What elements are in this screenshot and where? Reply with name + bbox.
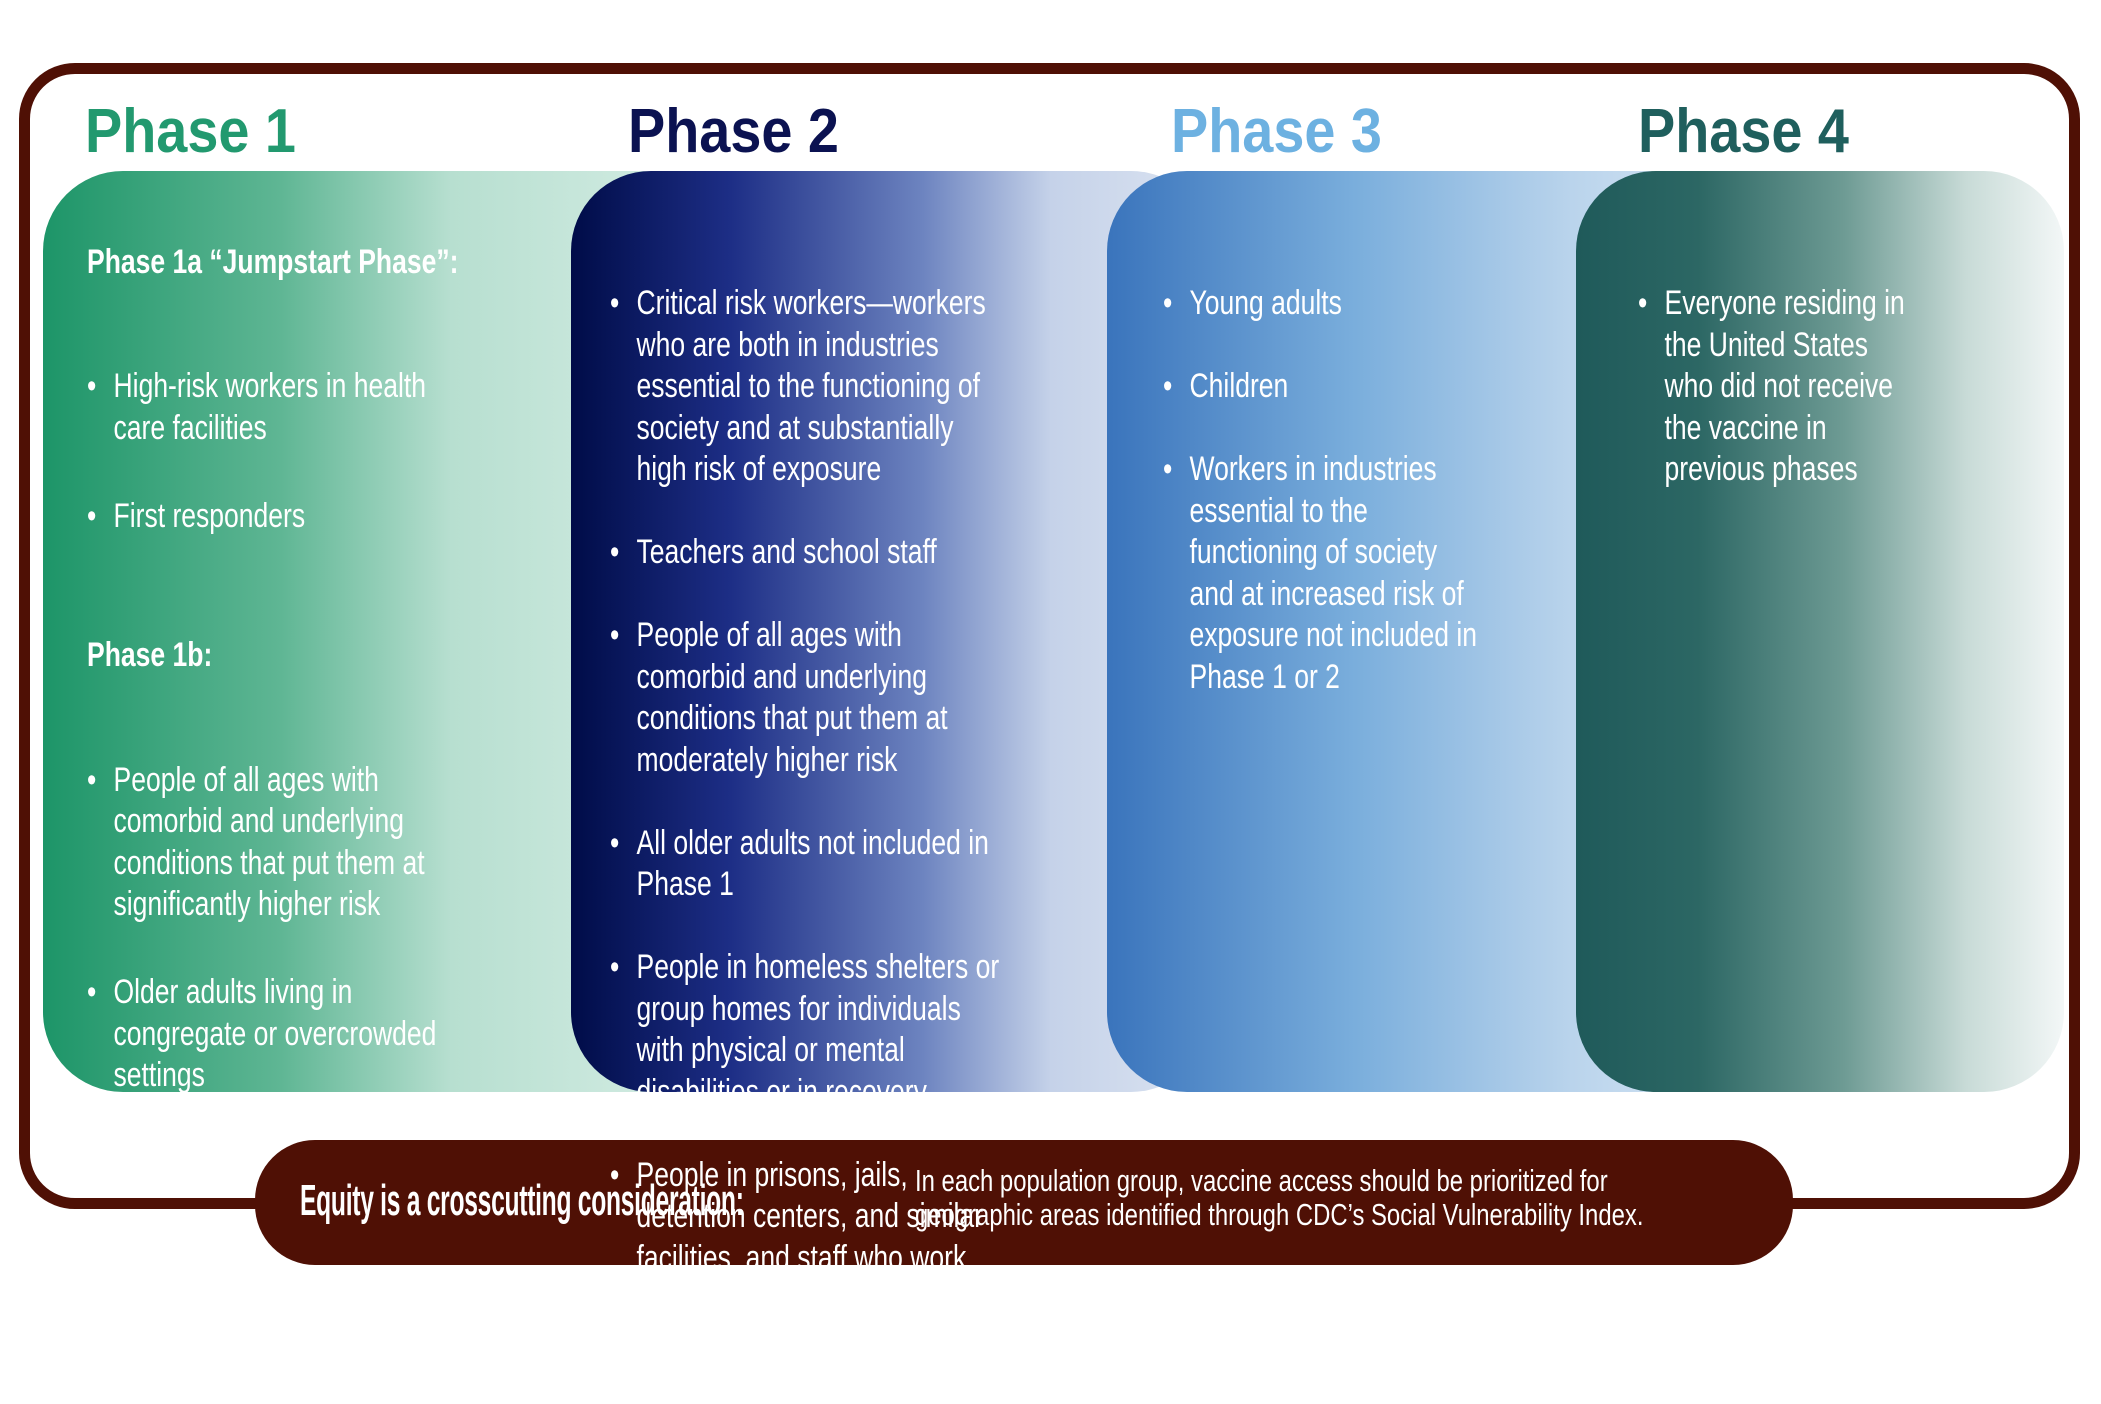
phase-3-list: • Young adults • Children • Workers in indu…	[1163, 242, 1477, 740]
list-item-text: Critical risk workers—workers who are bo…	[636, 284, 986, 488]
phase-4-heading: Phase 4	[1638, 97, 1849, 166]
list-item: • Critical risk workers—workers who are b…	[610, 283, 999, 491]
bullet-icon: •	[87, 973, 97, 1011]
bullet-icon: •	[1638, 284, 1648, 322]
bullet-icon: •	[1163, 367, 1173, 405]
phase-1a-list: • High-risk workers in health care facili…	[87, 325, 458, 584]
bullet-icon: •	[1163, 284, 1173, 322]
phase-3-heading: Phase 3	[1171, 97, 1382, 166]
bullet-icon: •	[610, 823, 620, 862]
phase-4-content: • Everyone residing in the United States …	[1638, 200, 1905, 574]
bullet-icon: •	[1163, 450, 1173, 488]
phase-4-panel	[1576, 171, 2064, 1092]
list-item: • Older adults living in congregate or ov…	[87, 972, 458, 1097]
list-item: • People of all ages with comorbid and un…	[610, 615, 999, 781]
phase-2-content: • Critical risk workers—workers who are b…	[610, 200, 999, 1404]
bullet-icon: •	[610, 948, 620, 986]
bullet-icon: •	[87, 496, 97, 535]
bullet-icon: •	[610, 284, 620, 322]
list-item: • People in homeless shelters or group ho…	[610, 947, 999, 1113]
list-item: • Teachers and school staff	[610, 532, 999, 574]
phase-1-heading: Phase 1	[85, 97, 296, 166]
list-item-text: Older adults living in congregate or ove…	[113, 973, 437, 1094]
list-item-text: Workers in industries essential to the f…	[1189, 450, 1478, 696]
equity-banner	[255, 1140, 1793, 1265]
list-item: • Young adults	[1163, 283, 1477, 325]
list-item: • First responders	[87, 496, 458, 538]
list-item: • People of all ages with comorbid and un…	[87, 760, 458, 926]
equity-title: Equity is a crosscutting consideration:	[300, 1176, 744, 1225]
phase-2-panel	[571, 171, 1211, 1092]
phase-1b-list: • People of all ages with comorbid and un…	[87, 718, 458, 1143]
list-item-text: High-risk workers in health care facilit…	[113, 367, 426, 447]
bullet-icon: •	[87, 367, 97, 405]
list-item-text: Young adults	[1189, 284, 1342, 322]
list-item-text: People of all ages with comorbid and und…	[636, 616, 948, 779]
phase-2-list: • Critical risk workers—workers who are b…	[610, 242, 999, 1363]
phase-1-content: Phase 1a “Jumpstart Phase”: • High-risk w…	[87, 200, 458, 1185]
bullet-icon: •	[610, 616, 620, 654]
phase-2-heading: Phase 2	[628, 97, 839, 166]
list-item: • Children	[1163, 366, 1477, 408]
list-item-text: Teachers and school staff	[636, 533, 937, 571]
list-item: • All older adults not included in Phase …	[610, 823, 999, 906]
list-item-text: People in homeless shelters or group hom…	[636, 948, 1000, 1111]
list-item: • Everyone residing in the United States …	[1638, 283, 1905, 491]
list-item: • High-risk workers in health care facili…	[87, 366, 458, 449]
list-item: • Workers in industries essential to the …	[1163, 449, 1477, 698]
list-item-text: Children	[1189, 367, 1289, 405]
bullet-icon: •	[610, 533, 620, 571]
phase-1b-subtitle: Phase 1b:	[87, 636, 213, 674]
phase-1a-subtitle: Phase 1a “Jumpstart Phase”:	[87, 242, 459, 281]
list-item-text: People in prisons, jails, detention cent…	[636, 1155, 983, 1319]
list-item: • People in prisons, jails, detention cen…	[610, 1155, 999, 1321]
list-item-text: All older adults not included in Phase 1	[636, 823, 989, 904]
list-item-text: Everyone residing in the United States w…	[1664, 284, 1905, 488]
equity-description: In each population group, vaccine access…	[915, 1163, 1644, 1232]
phase-4-list: • Everyone residing in the United States …	[1638, 242, 1905, 533]
list-item-text: People of all ages with comorbid and und…	[113, 760, 425, 924]
phase-3-content: • Young adults • Children • Workers in indu…	[1163, 200, 1477, 781]
bullet-icon: •	[610, 1155, 620, 1194]
list-item-text: First responders	[113, 496, 306, 535]
bullet-icon: •	[87, 760, 97, 799]
